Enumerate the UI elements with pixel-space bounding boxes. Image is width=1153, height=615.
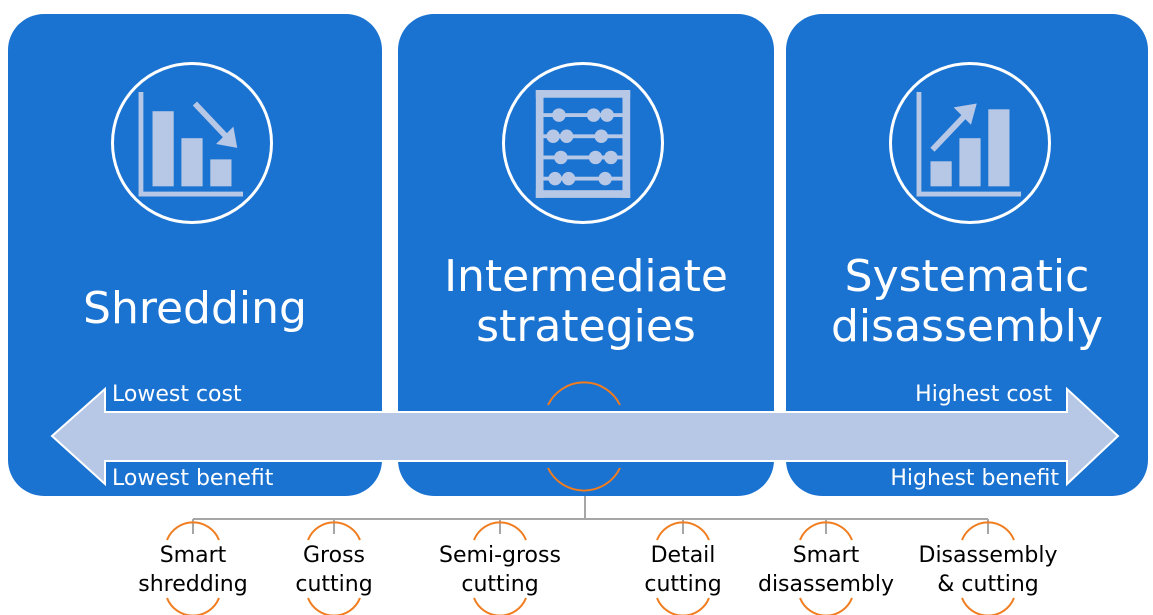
substrategy-line: cutting — [295, 572, 373, 597]
substrategy-disassembly-and-cutting: Disassembly & cutting — [913, 541, 1063, 599]
substrategy-smart-disassembly: Smart disassembly — [751, 541, 901, 599]
substrategy-line: Gross — [303, 543, 365, 568]
highest-benefit-label: Highest benefit — [890, 466, 1059, 491]
substrategy-line: cutting — [461, 572, 539, 597]
card-title-intermediate-strategies: Intermediate strategies — [398, 252, 774, 352]
substrategy-line: cutting — [644, 572, 722, 597]
cost-benefit-double-arrow — [50, 386, 1120, 487]
substrategy-line: Smart — [792, 543, 860, 568]
substrategy-line: Smart — [159, 543, 227, 568]
card-title-systematic-disassembly: Systematic disassembly — [786, 252, 1148, 352]
card-title-shredding: Shredding — [8, 284, 382, 334]
substrategy-orange-arcs — [166, 521, 1015, 615]
orange-arc-top — [547, 381, 621, 406]
card-title-line: Shredding — [83, 283, 307, 334]
substrategy-line: & cutting — [937, 572, 1039, 597]
substrategy-detail-cutting: Detail cutting — [608, 541, 758, 599]
card-title-line: Systematic — [844, 251, 1090, 302]
substrategy-smart-shredding: Smart shredding — [118, 541, 268, 599]
substrategy-line: Detail — [650, 543, 716, 568]
substrategy-line: Disassembly — [918, 543, 1058, 568]
bar-chart-increasing-icon — [889, 62, 1051, 224]
substrategy-semi-gross-cutting: Semi-gross cutting — [425, 541, 575, 599]
card-title-line: Intermediate — [444, 251, 728, 302]
lowest-benefit-label: Lowest benefit — [112, 466, 274, 491]
substrategy-gross-cutting: Gross cutting — [259, 541, 409, 599]
substrategy-line: Semi-gross — [439, 543, 561, 568]
orange-arc-bottom — [547, 467, 621, 492]
abacus-icon — [502, 62, 664, 224]
bar-chart-decreasing-icon — [111, 62, 273, 224]
substrategy-line: disassembly — [757, 572, 894, 597]
card-title-line: strategies — [476, 301, 696, 352]
substrategy-line: shredding — [138, 572, 248, 597]
highest-cost-label: Highest cost — [915, 382, 1052, 407]
card-title-line: disassembly — [830, 301, 1103, 352]
lowest-cost-label: Lowest cost — [112, 382, 242, 407]
